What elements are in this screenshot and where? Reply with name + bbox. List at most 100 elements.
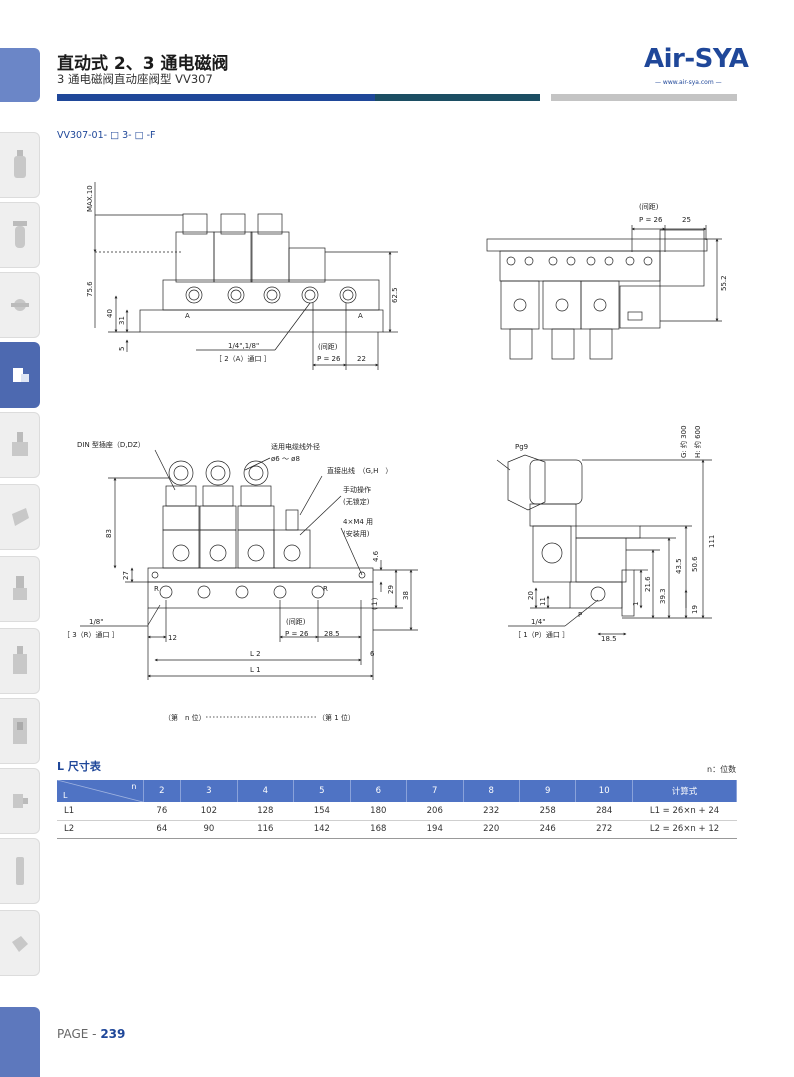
port-r-left: R — [154, 585, 159, 593]
header-bar-teal — [375, 94, 540, 101]
port-r-label: ［ 3（R）通口 ］ — [63, 630, 119, 639]
pitch-note-2: (间距) — [639, 203, 659, 211]
dim-l2: L 2 — [250, 650, 261, 658]
table-cell: 258 — [519, 802, 576, 821]
dim-39-3: 39.3 — [659, 588, 667, 604]
front-view-drawing — [93, 182, 398, 370]
din-socket-label: DIN 型插座（D,DZ） — [77, 440, 145, 449]
accessory-icon — [11, 936, 28, 952]
thread-a: 1/4",1/8" — [228, 342, 259, 350]
table-cell: 116 — [237, 820, 294, 839]
table-cell: 128 — [237, 802, 294, 821]
cable-range: ø6 ～ ø8 — [271, 455, 300, 463]
cable-label: 适用电缆线外径 — [271, 442, 320, 451]
rail-tab-lubricator[interactable] — [0, 202, 40, 268]
h-length: H: 约 600 — [693, 426, 702, 458]
silencer-icon — [15, 857, 24, 885]
row-label: L2 — [57, 820, 143, 839]
dim-111: 111 — [708, 535, 716, 548]
manual-op-note: (无锁定) — [343, 497, 370, 506]
table-cell: 102 — [180, 802, 238, 821]
col-header: 8 — [463, 780, 520, 802]
dim-1-right: 1 — [632, 602, 640, 606]
mount-note: (安装用) — [343, 529, 370, 538]
dim-43-5: 43.5 — [675, 558, 683, 574]
cylinder-valve-icon — [12, 646, 27, 674]
col-header: 7 — [406, 780, 464, 802]
table-cell: 220 — [463, 820, 520, 839]
table-corner-cell: n L — [57, 780, 144, 802]
l-dimension-table: n L 2 3 4 5 6 7 8 9 10 计算式 L1 76 102 128… — [57, 780, 737, 839]
brand-logo: Air-SYA — [644, 44, 749, 74]
dim-1-mid: (１) — [371, 597, 379, 610]
formula-cell: L2 = 26×n + 12 — [632, 820, 737, 839]
dim-27: 27 — [122, 571, 130, 580]
solenoid-valve-icon — [12, 368, 29, 382]
pg9-label: Pg9 — [515, 443, 528, 451]
table-cell: 272 — [575, 820, 633, 839]
rail-tab-elbow[interactable] — [0, 768, 40, 834]
rail-top-block — [0, 48, 40, 102]
dim-4-6: 4.6 — [372, 550, 380, 562]
rail-tab-fitting[interactable] — [0, 272, 40, 338]
header-bar-grey — [551, 94, 737, 101]
table-cell: 194 — [406, 820, 463, 839]
table-row: L1 76 102 128 154 180 206 232 258 284 L1… — [57, 802, 737, 821]
bracket-icon — [12, 718, 27, 744]
manual-op-label: 手动操作 — [343, 485, 371, 494]
col-header-formula: 计算式 — [632, 780, 737, 802]
dim-11: 11 — [539, 597, 547, 606]
l-table-title: L 尺寸表 — [57, 760, 101, 773]
col-header: 2 — [143, 780, 182, 802]
port-a-label: ［ 2（A）通口 ］ — [215, 354, 271, 363]
filter-icon — [13, 150, 26, 178]
manifold-icon — [11, 508, 29, 526]
col-header: 5 — [293, 780, 351, 802]
rail-tab-accessory[interactable] — [0, 910, 40, 976]
rail-tab-silencer[interactable] — [0, 838, 40, 904]
dim-50-6: 50.6 — [691, 556, 699, 572]
rail-tab-manifold[interactable] — [0, 484, 40, 550]
page-subtitle: 3 通电磁阀直动座阀型 VV307 — [57, 72, 213, 86]
dim-12: 12 — [168, 634, 177, 642]
corner-l: L — [63, 791, 68, 800]
rail-bottom-block — [0, 1007, 40, 1077]
dim-31: 31 — [118, 316, 126, 325]
rail-tab-valve[interactable] — [0, 412, 40, 478]
table-cell: 180 — [350, 802, 407, 821]
table-cell: 90 — [180, 820, 238, 839]
rail-tab-solenoid-valve[interactable] — [0, 342, 40, 408]
table-cell: 154 — [293, 802, 351, 821]
row-label: L1 — [57, 802, 143, 821]
table-cell: 232 — [463, 802, 520, 821]
table-row: L2 64 90 116 142 168 194 220 246 272 L2 … — [57, 820, 737, 839]
rail-tab-pilot-valve[interactable] — [0, 556, 40, 622]
port-p: P — [578, 611, 582, 619]
pitch-2: P = 26 — [639, 216, 663, 224]
top-view-drawing — [486, 225, 722, 360]
lubricator-icon — [12, 221, 27, 248]
thread-p: 1/4" — [531, 618, 546, 626]
col-header: 6 — [350, 780, 408, 802]
valve-icon — [11, 432, 28, 456]
side-navigation — [0, 0, 44, 1077]
dim-38: 38 — [402, 591, 410, 600]
dim-75-6: 75.6 — [86, 281, 94, 297]
position-1: （第 1 位） — [318, 713, 355, 722]
corner-diagonal — [57, 780, 143, 802]
rail-tab-cylinder-valve[interactable] — [0, 628, 40, 694]
position-n: （第 n 位） — [164, 713, 206, 722]
dim-l1: L 1 — [250, 666, 261, 674]
dim-40: 40 — [106, 309, 114, 318]
table-cell: 168 — [350, 820, 407, 839]
table-cell: 206 — [406, 802, 463, 821]
rail-tab-filter-regulator[interactable] — [0, 132, 40, 198]
model-code: VV307-01- □ 3- □ -F — [57, 130, 156, 141]
pitch-3: P = 26 — [285, 630, 309, 638]
g-length: G: 约 300 — [679, 425, 688, 458]
rail-tab-bracket[interactable] — [0, 698, 40, 764]
dim-5: 5 — [118, 347, 126, 351]
mount-label: 4×M4 用 — [343, 518, 373, 526]
table-cell: 246 — [519, 820, 576, 839]
dim-22: 22 — [357, 355, 366, 363]
